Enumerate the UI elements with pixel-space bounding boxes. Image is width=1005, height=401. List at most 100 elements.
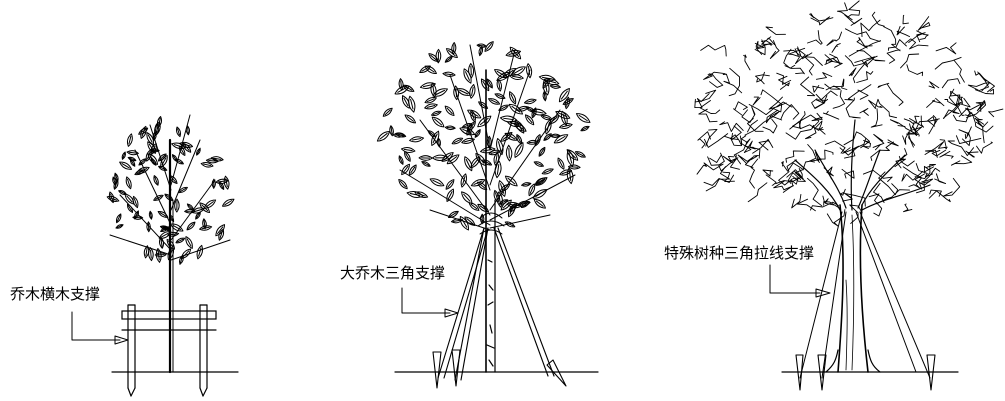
leaf xyxy=(210,156,224,162)
leaf xyxy=(180,248,192,260)
leaf xyxy=(575,113,591,123)
foliage-scribble xyxy=(988,108,1004,118)
leaf xyxy=(126,150,139,156)
foliage-scribble xyxy=(950,90,963,103)
leaf xyxy=(126,133,133,147)
foliage-scribble xyxy=(844,90,860,101)
leaf xyxy=(506,201,522,209)
foliage-scribble xyxy=(856,71,874,83)
leaf xyxy=(175,237,186,244)
leaf xyxy=(540,114,553,121)
foliage-scribble xyxy=(824,60,843,68)
foliage-scribble xyxy=(974,88,995,95)
foliage-scribble xyxy=(832,90,846,109)
foliage-scribble xyxy=(805,121,820,140)
leaf xyxy=(516,134,523,145)
leaf xyxy=(498,104,509,111)
leaf xyxy=(424,65,437,74)
foliage-scribble xyxy=(942,177,961,197)
foliage-scribble xyxy=(704,133,729,148)
foliage-scribble xyxy=(775,168,803,185)
leaf xyxy=(505,144,513,162)
foliage-scribble xyxy=(974,117,985,128)
foliage-scribble xyxy=(955,135,982,145)
foliage-scribble xyxy=(782,177,799,193)
tree-3-crown xyxy=(694,0,1004,227)
leaf xyxy=(419,65,431,74)
foliage-scribble xyxy=(958,126,972,140)
leaf xyxy=(469,84,476,99)
leaf xyxy=(508,103,524,115)
leaf xyxy=(445,179,455,190)
foliage-scribble xyxy=(883,26,901,52)
foliage-scribble xyxy=(859,108,869,116)
tree-2-branches xyxy=(399,44,576,231)
leaf xyxy=(498,199,509,205)
leaf xyxy=(484,41,494,52)
leaf xyxy=(564,96,570,110)
foliage-scribble xyxy=(731,125,742,141)
foliage-scribble xyxy=(824,54,838,65)
foliage-scribble xyxy=(708,73,724,88)
leaf xyxy=(498,180,506,197)
foliage-scribble xyxy=(842,137,867,154)
foliage-scribble xyxy=(809,12,834,22)
foliage-scribble xyxy=(915,167,941,194)
leaf xyxy=(442,71,456,77)
leaf xyxy=(504,221,516,228)
leaf xyxy=(167,231,180,237)
label-crossbar-support: 乔木横木支撑 xyxy=(10,285,101,303)
foliage-scribble xyxy=(699,100,721,114)
leaf xyxy=(494,69,508,79)
leader-arrow-2 xyxy=(444,308,459,318)
foliage-scribble xyxy=(719,121,744,132)
leaf xyxy=(451,137,464,145)
foliage-scribble xyxy=(783,48,796,69)
foliage-scribble xyxy=(939,139,947,150)
leaf xyxy=(171,154,178,162)
leaf xyxy=(532,189,548,199)
leaf xyxy=(488,98,501,105)
foliage-scribble xyxy=(974,70,987,82)
foliage-scribble xyxy=(965,107,994,133)
leaf xyxy=(169,214,175,223)
leaf xyxy=(114,172,119,182)
leaf xyxy=(562,98,574,105)
foliage-scribble xyxy=(762,118,778,134)
leaf xyxy=(132,195,139,209)
ground-stakes-2 xyxy=(432,349,567,389)
leaf xyxy=(155,247,162,263)
leaf xyxy=(444,105,455,117)
leaf xyxy=(482,159,493,166)
foliage-scribble xyxy=(928,115,938,135)
leaf xyxy=(419,82,436,89)
leaf xyxy=(456,88,471,96)
leaf xyxy=(509,46,522,60)
leaf xyxy=(408,164,417,176)
leaf xyxy=(538,146,546,157)
foliage-scribble xyxy=(814,99,826,109)
leaf xyxy=(203,199,217,209)
foliage-scribble xyxy=(776,72,792,85)
foliage-scribble xyxy=(889,119,906,128)
leaf xyxy=(376,131,391,142)
foliage-scribble xyxy=(906,64,924,77)
leaf xyxy=(143,245,150,259)
foliage-scribble xyxy=(844,193,866,207)
foliage-scribble xyxy=(773,180,794,191)
foliage-scribble xyxy=(886,83,904,106)
leaf xyxy=(463,68,472,84)
leaf xyxy=(488,149,501,156)
foliage-scribble xyxy=(870,141,894,161)
foliage-scribble xyxy=(836,2,853,21)
leaf xyxy=(398,155,404,165)
foliage-scribble xyxy=(747,182,768,203)
foliage-scribble xyxy=(722,171,735,183)
leaf xyxy=(185,236,193,249)
leaf xyxy=(199,202,211,214)
foliage-scribble xyxy=(878,171,899,196)
leaf xyxy=(499,115,518,123)
leaf xyxy=(401,163,411,176)
leaf xyxy=(520,201,530,208)
foliage-scribble xyxy=(934,173,947,185)
